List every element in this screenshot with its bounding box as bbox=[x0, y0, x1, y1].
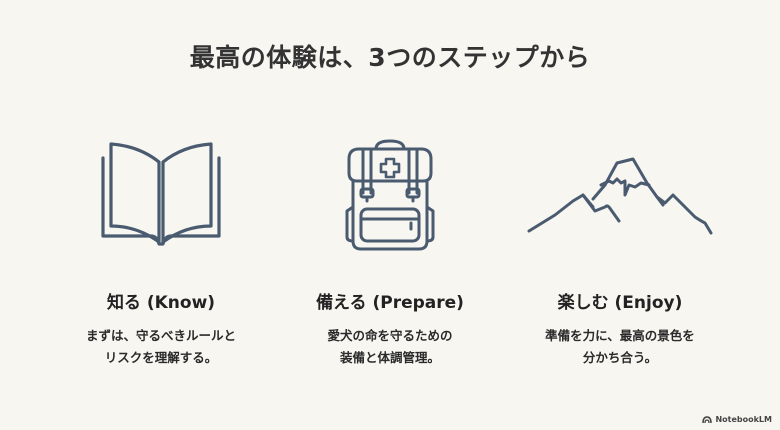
slide-title: 最高の体験は、3つのステップから bbox=[189, 43, 591, 72]
step-description-line: 愛犬の命を守るための bbox=[327, 328, 453, 343]
mountain-icon bbox=[505, 130, 735, 260]
step-description-line: 装備と体調管理。 bbox=[339, 350, 440, 365]
notebooklm-logo-icon bbox=[702, 415, 713, 423]
step-description: 愛犬の命を守るための 装備と体調管理。 bbox=[275, 325, 505, 369]
open-book-icon bbox=[46, 130, 276, 260]
step-description-line: まずは、守るべきルールと bbox=[85, 328, 236, 343]
step-enjoy: 楽しむ (Enjoy) 準備を力に、最高の景色を 分かち合う。 bbox=[505, 130, 735, 369]
step-description: 準備を力に、最高の景色を 分かち合う。 bbox=[505, 325, 735, 369]
step-description-line: 準備を力に、最高の景色を bbox=[545, 328, 695, 343]
step-description: まずは、守るべきルールと リスクを理解する。 bbox=[46, 325, 276, 369]
step-description-line: 分かち合う。 bbox=[582, 350, 658, 365]
watermark-label: NotebookLM bbox=[715, 415, 772, 424]
notebooklm-watermark: NotebookLM bbox=[702, 415, 772, 424]
step-heading: 楽しむ (Enjoy) bbox=[557, 293, 683, 313]
backpack-first-aid-icon bbox=[275, 130, 505, 260]
step-description-line: リスクを理解する。 bbox=[104, 350, 218, 365]
step-heading: 知る (Know) bbox=[106, 293, 216, 313]
step-heading: 備える (Prepare) bbox=[316, 293, 464, 313]
step-know: 知る (Know) まずは、守るべきルールと リスクを理解する。 bbox=[46, 130, 276, 369]
step-prepare: 備える (Prepare) 愛犬の命を守るための 装備と体調管理。 bbox=[275, 130, 505, 369]
